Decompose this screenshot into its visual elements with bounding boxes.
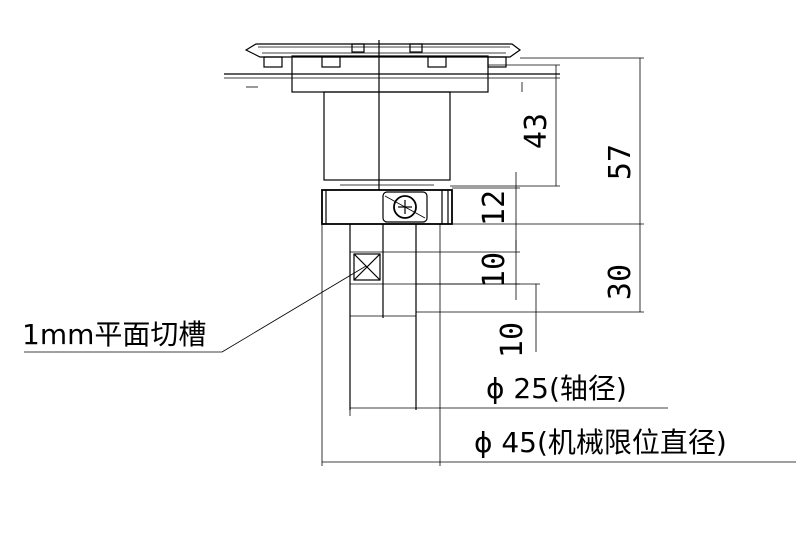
dimension-57: 57 xyxy=(452,57,644,225)
dimension-shaft-diameter xyxy=(349,407,668,416)
dim-label-10-lower: 10 xyxy=(495,322,530,358)
dimension-43: 43 xyxy=(450,64,560,187)
dim-label-43: 43 xyxy=(519,113,554,149)
dimension-12: 12 xyxy=(452,172,520,250)
top-flange xyxy=(224,43,560,93)
dimension-30: 30 xyxy=(416,224,644,313)
flat-groove-mark xyxy=(353,253,381,281)
shaft-diameter-label: ϕ 25(轴径) xyxy=(486,372,627,405)
dimension-limit-diameter xyxy=(321,224,796,466)
dimension-10-lower: 10 xyxy=(416,283,540,358)
dim-label-30: 30 xyxy=(603,264,638,300)
flat-groove-leader xyxy=(24,265,367,353)
dimension-10-upper: 10 xyxy=(416,240,520,300)
clamp-collar xyxy=(321,189,453,225)
dim-label-10-upper: 10 xyxy=(477,252,512,288)
dim-label-12: 12 xyxy=(477,190,512,226)
lower-shaft xyxy=(349,224,417,410)
limit-diameter-label: ϕ 45(机械限位直径) xyxy=(474,426,727,459)
dim-label-57: 57 xyxy=(603,144,638,180)
shaft-body xyxy=(323,40,451,190)
flat-groove-label: 1mm平面切槽 xyxy=(22,318,206,351)
